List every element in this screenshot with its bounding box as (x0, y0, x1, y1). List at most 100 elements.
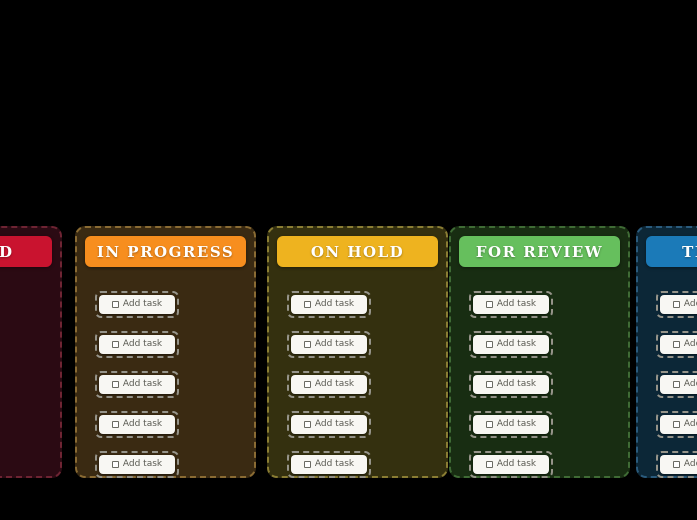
add-task-slot: Add task (656, 411, 697, 438)
checkbox-icon (111, 381, 119, 388)
add-task-button[interactable]: Add task (660, 415, 697, 434)
checkbox-icon (303, 461, 311, 468)
add-task-slot: Add task (95, 411, 179, 438)
add-task-slot: Add task (656, 451, 697, 478)
column-header: FOR REVIEW (459, 236, 620, 267)
add-task-label: Add task (683, 339, 697, 349)
checkbox-icon (485, 461, 493, 468)
add-task-slot: Add task (469, 371, 553, 398)
add-task-label: Add task (496, 299, 537, 309)
add-task-button[interactable]: Add task (99, 455, 175, 474)
add-task-button[interactable]: Add task (99, 415, 175, 434)
add-task-button[interactable]: Add task (291, 375, 367, 394)
add-task-label: Add task (496, 459, 537, 469)
checkbox-icon (303, 301, 311, 308)
add-task-slot: Add task (469, 451, 553, 478)
add-task-label: Add task (314, 299, 355, 309)
add-task-button[interactable]: Add task (473, 415, 549, 434)
add-task-button[interactable]: Add task (660, 375, 697, 394)
add-task-button[interactable]: Add task (291, 455, 367, 474)
checkbox-icon (111, 301, 119, 308)
add-task-label: Add task (683, 419, 697, 429)
add-task-label: Add task (314, 459, 355, 469)
add-task-slot: Add task (469, 291, 553, 318)
add-task-label: Add task (314, 419, 355, 429)
checkbox-icon (303, 341, 311, 348)
add-task-label: Add task (314, 379, 355, 389)
column-header: QUEUED (0, 236, 52, 267)
add-task-button[interactable]: Add task (473, 455, 549, 474)
add-task-button[interactable]: Add task (99, 295, 175, 314)
checkbox-icon (303, 381, 311, 388)
add-task-button[interactable]: Add task (291, 295, 367, 314)
add-task-button[interactable]: Add task (473, 375, 549, 394)
add-task-slot: Add task (469, 411, 553, 438)
add-task-button[interactable]: Add task (473, 335, 549, 354)
column-header: TESTING (646, 236, 697, 267)
column-title: IN PROGRESS (96, 242, 235, 261)
checkbox-icon (672, 301, 680, 308)
checkbox-icon (485, 381, 493, 388)
add-task-slot: Add task (95, 331, 179, 358)
add-task-slot: Add task (95, 291, 179, 318)
add-task-label: Add task (122, 419, 163, 429)
add-task-button[interactable]: Add task (660, 335, 697, 354)
add-task-slot: Add task (287, 291, 371, 318)
checkbox-icon (672, 421, 680, 428)
column-header: ON HOLD (277, 236, 438, 267)
add-task-slot: Add task (287, 371, 371, 398)
add-task-button[interactable]: Add task (660, 455, 697, 474)
add-task-label: Add task (122, 339, 163, 349)
add-task-button[interactable]: Add task (473, 295, 549, 314)
add-task-button[interactable]: Add task (99, 335, 175, 354)
add-task-label: Add task (122, 299, 163, 309)
checkbox-icon (111, 341, 119, 348)
checkbox-icon (303, 421, 311, 428)
add-task-button[interactable]: Add task (660, 295, 697, 314)
add-task-slot: Add task (656, 331, 697, 358)
column-title: FOR REVIEW (475, 242, 604, 261)
add-task-slot: Add task (656, 291, 697, 318)
checkbox-icon (672, 341, 680, 348)
add-task-label: Add task (683, 379, 697, 389)
checkbox-icon (672, 461, 680, 468)
column-title: TESTING (682, 242, 697, 261)
add-task-label: Add task (683, 299, 697, 309)
column-title: ON HOLD (310, 242, 405, 261)
checkbox-icon (672, 381, 680, 388)
add-task-button[interactable]: Add task (99, 375, 175, 394)
add-task-slot: Add task (287, 411, 371, 438)
checkbox-icon (111, 461, 119, 468)
checkbox-icon (111, 421, 119, 428)
add-task-slot: Add task (287, 451, 371, 478)
column-title: QUEUED (0, 242, 14, 261)
checkbox-icon (485, 301, 493, 308)
add-task-slot: Add task (95, 371, 179, 398)
add-task-label: Add task (496, 419, 537, 429)
checkbox-icon (485, 341, 493, 348)
add-task-label: Add task (314, 339, 355, 349)
add-task-slot: Add task (95, 451, 179, 478)
add-task-button[interactable]: Add task (291, 335, 367, 354)
column-header: IN PROGRESS (85, 236, 246, 267)
add-task-slot: Add task (656, 371, 697, 398)
add-task-label: Add task (496, 339, 537, 349)
add-task-button[interactable]: Add task (291, 415, 367, 434)
add-task-label: Add task (683, 459, 697, 469)
add-task-label: Add task (122, 379, 163, 389)
add-task-slot: Add task (469, 331, 553, 358)
add-task-slot: Add task (287, 331, 371, 358)
checkbox-icon (485, 421, 493, 428)
add-task-label: Add task (122, 459, 163, 469)
